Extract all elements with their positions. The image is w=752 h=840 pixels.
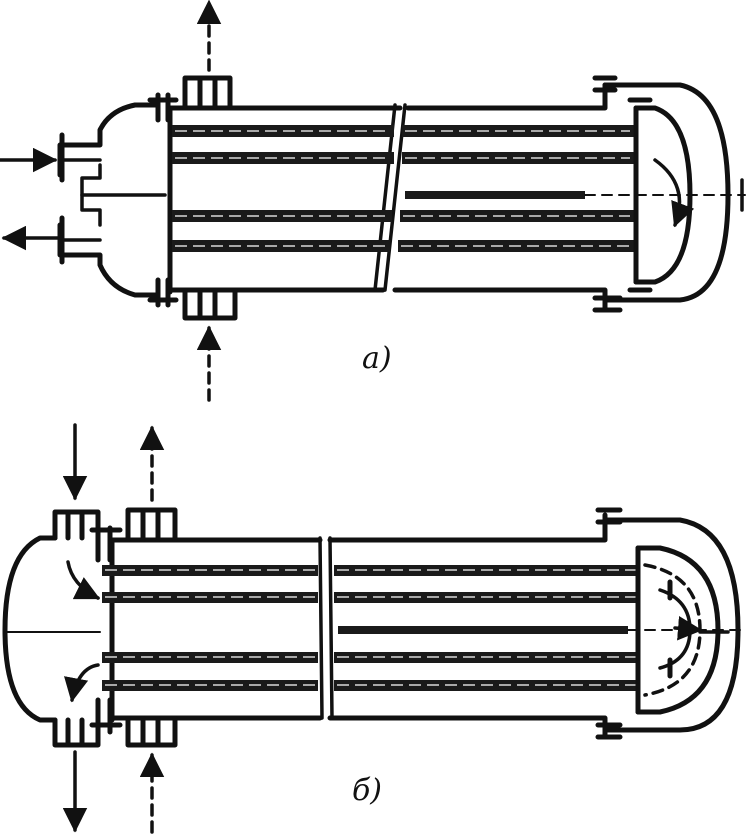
- floating-head-a: [633, 105, 693, 285]
- left-head-b: [2, 535, 58, 723]
- panel-a-label: а): [362, 341, 392, 376]
- left-head-a: [57, 102, 161, 298]
- exchanger-b: [2, 423, 741, 834]
- exchanger-a: [0, 0, 746, 402]
- tube-bundle-a: [172, 125, 634, 252]
- tube-bundle-b: [102, 565, 640, 691]
- flow-turn-arrow-a: [653, 158, 695, 228]
- floating-head-b: [635, 545, 721, 715]
- panel-b-label: б): [352, 773, 383, 808]
- bottom-nozzle-b: [125, 715, 178, 748]
- shell-b: [109, 512, 608, 543]
- head-cover-a: [602, 82, 731, 303]
- top-nozzle-b: [125, 507, 178, 543]
- inlet-nozzle-b: [52, 509, 101, 541]
- shell-a: [167, 82, 608, 111]
- bottom-nozzle-a: [182, 287, 238, 321]
- top-nozzle-a: [182, 75, 233, 111]
- head-cover-b: [602, 517, 741, 733]
